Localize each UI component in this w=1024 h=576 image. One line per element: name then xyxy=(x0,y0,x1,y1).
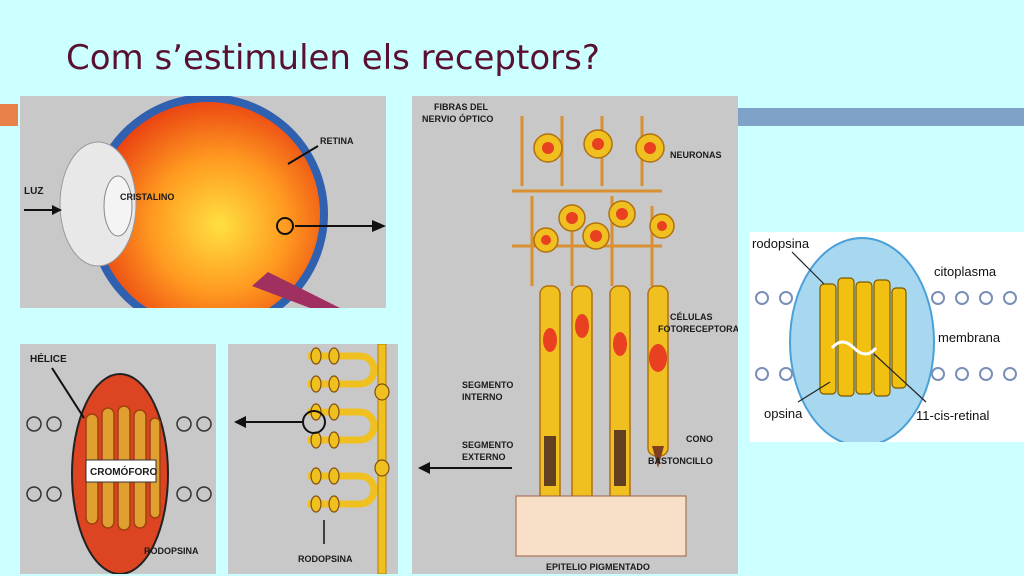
label-optic-fibers-1: FIBRAS DEL xyxy=(434,102,489,112)
label-cytoplasm: citoplasma xyxy=(934,264,997,279)
helix-panel: CROMÓFORO HÉLICE RODOPSINA xyxy=(20,344,216,574)
light-arrow-head-icon xyxy=(52,205,62,215)
label-cone: CONO xyxy=(686,434,713,444)
outer-segments xyxy=(544,430,626,486)
pigment-epithelium xyxy=(515,495,687,557)
helix-pointer xyxy=(51,367,85,419)
disk-stack-panel: RODOPSINA xyxy=(228,344,398,574)
rod-strip xyxy=(377,344,387,574)
label-optic-fibers-2: NERVIO ÓPTICO xyxy=(422,113,493,124)
label-chromophore: CROMÓFORO xyxy=(90,465,157,478)
label-rhodopsin-membrane: RODOPSINA xyxy=(144,546,199,556)
label-photoreceptors-1: CÉLULAS xyxy=(670,312,713,322)
label-neurons: NEURONAS xyxy=(670,150,722,160)
eye-diagram: LUZ CRISTALINO RETINA xyxy=(24,96,386,308)
outer-segment-arrow-head-icon xyxy=(418,462,430,474)
photoreceptor-nuclei xyxy=(543,314,667,372)
rhodopsin-pointer xyxy=(791,251,825,285)
zoom-arrow-head-icon xyxy=(234,416,246,428)
cone-outer xyxy=(652,446,664,468)
label-outer-1: SEGMENTO xyxy=(462,440,513,450)
label-inner-1: SEGMENTO xyxy=(462,380,513,390)
lipid-left xyxy=(26,416,62,502)
label-retina: RETINA xyxy=(320,136,354,146)
label-rhodopsin: rodopsina xyxy=(752,236,810,251)
retina-panel: FIBRAS DEL NERVIO ÓPTICO NEURONAS CÉLULA… xyxy=(412,96,738,574)
retina-zoom-circle xyxy=(276,217,294,235)
label-outer-2: EXTERNO xyxy=(462,452,506,462)
chromophore-box xyxy=(85,459,157,483)
label-lens: CRISTALINO xyxy=(120,192,174,202)
retinal-chain xyxy=(830,340,878,356)
label-helix: HÉLICE xyxy=(30,352,67,365)
zoom-circle xyxy=(302,410,326,434)
lens xyxy=(103,175,133,237)
arrow-head-icon xyxy=(372,220,386,232)
photoreceptor-cells xyxy=(539,285,669,507)
membrane-lipids xyxy=(755,291,1017,381)
label-opsin: opsina xyxy=(764,406,803,421)
accent-bar-left xyxy=(0,104,18,126)
disk-folds xyxy=(308,352,378,508)
neuron-nuclei xyxy=(541,138,667,245)
retina-diagram: FIBRAS DEL NERVIO ÓPTICO NEURONAS CÉLULA… xyxy=(418,102,738,572)
optic-nerve xyxy=(252,272,340,308)
lipid-right xyxy=(176,416,212,502)
label-rhodopsin-stack: RODOPSINA xyxy=(298,554,353,564)
label-rod: BASTONCILLO xyxy=(648,456,713,466)
label-light: LUZ xyxy=(24,186,43,197)
label-photoreceptors-2: FOTORECEPTORAS xyxy=(658,324,738,334)
opsin-helices xyxy=(819,277,907,397)
opsin-pointer xyxy=(797,381,831,403)
label-retinal: 11-cis-retinal xyxy=(916,408,990,423)
label-membrane: membrana xyxy=(938,330,1001,345)
accent-bar-right xyxy=(738,108,1024,126)
eye-panel: LUZ CRISTALINO RETINA xyxy=(20,96,386,308)
protein-panel: rodopsina citoplasma membrana opsina 11-… xyxy=(750,232,1024,442)
retinal-pointer xyxy=(873,353,927,403)
protein-diagram: rodopsina citoplasma membrana opsina 11-… xyxy=(752,236,1017,442)
eye-globe xyxy=(96,102,320,308)
label-inner-2: INTERNO xyxy=(462,392,503,402)
retina-pointer xyxy=(287,145,319,165)
helix-diagram: CROMÓFORO HÉLICE RODOPSINA xyxy=(26,352,212,574)
slide-title: Com s’estimulen els receptors? xyxy=(66,38,600,78)
label-epithelium: EPITELIO PIGMENTADO xyxy=(546,562,650,572)
rhodopsin-molecules xyxy=(310,347,390,513)
disk-stack-diagram: RODOPSINA xyxy=(234,344,390,574)
